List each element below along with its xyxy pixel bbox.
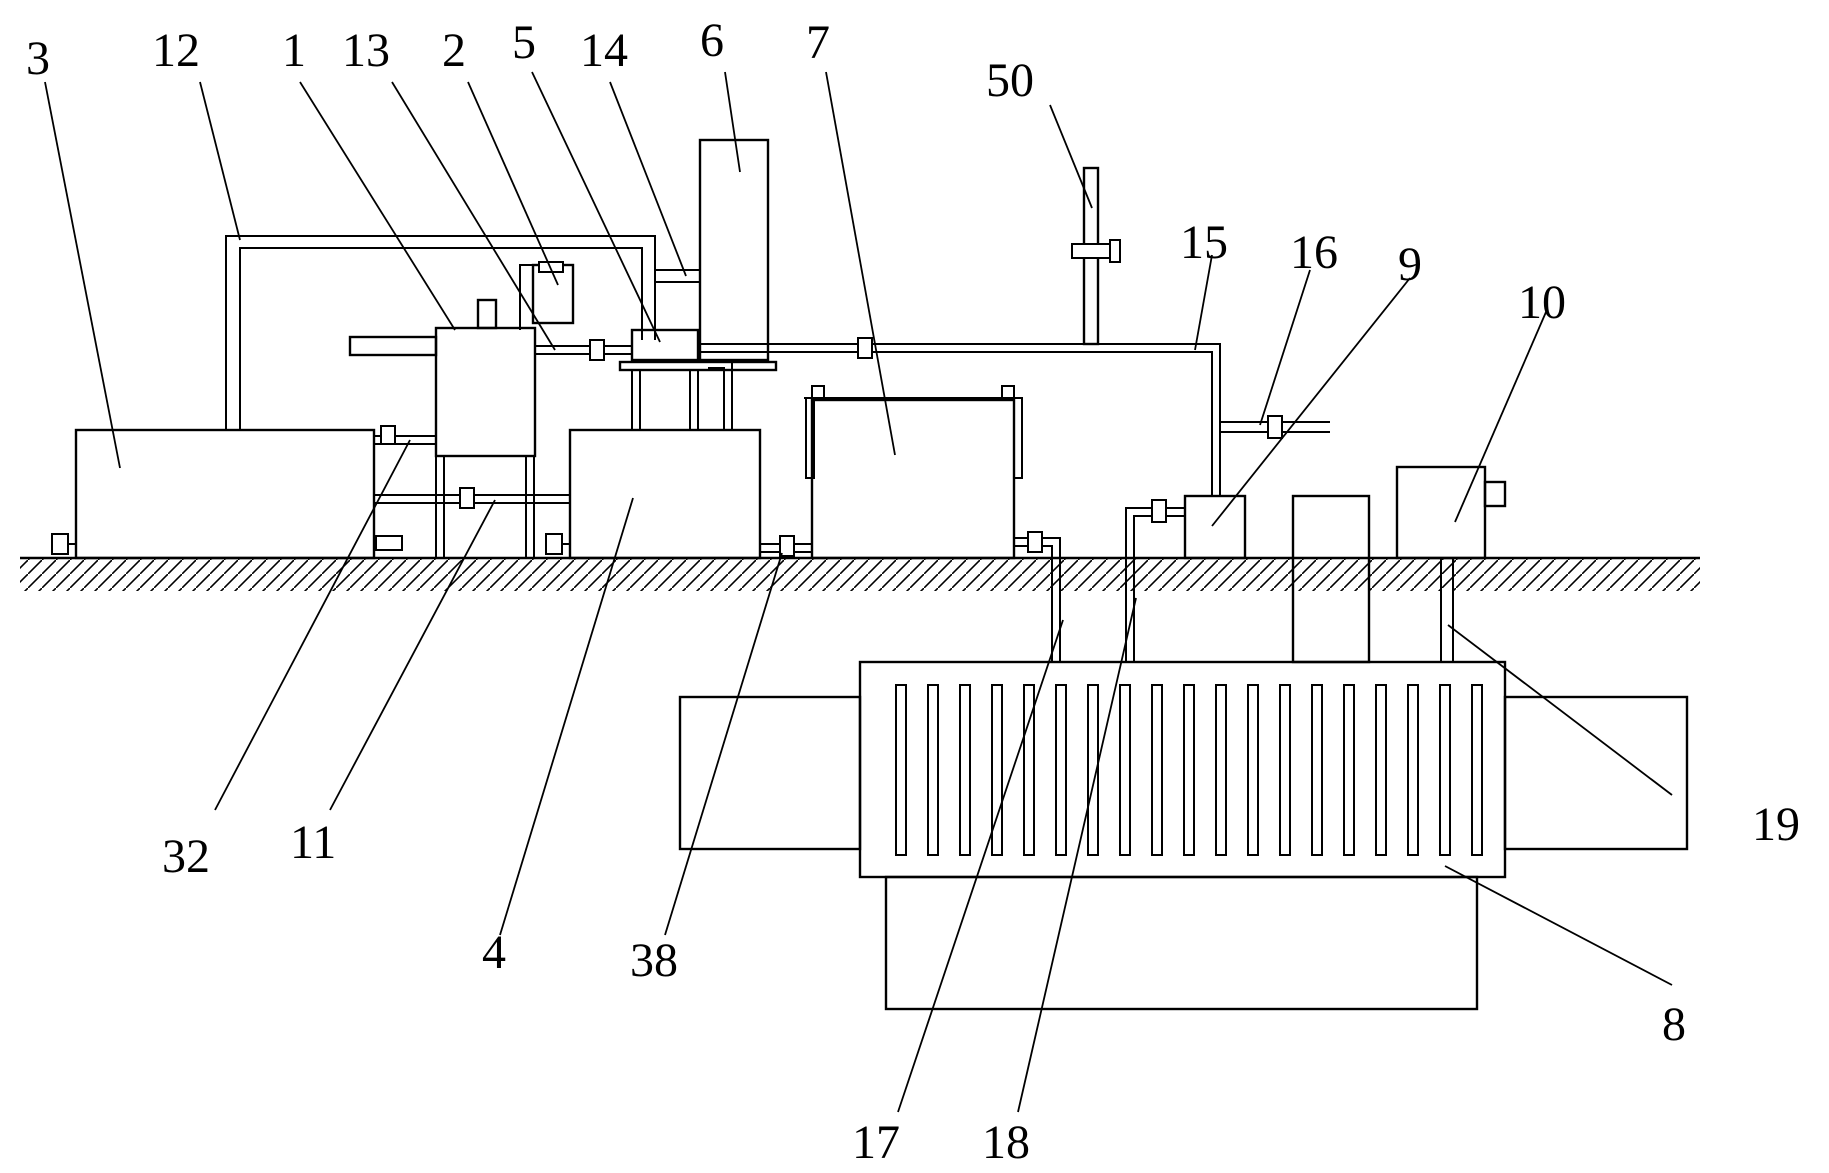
label-19: 19 <box>1752 798 1800 851</box>
tank-7 <box>804 385 1023 560</box>
pipe-12 <box>225 235 656 430</box>
unit-5 <box>618 328 778 430</box>
leader-lines <box>44 71 1673 1113</box>
label-3: 3 <box>26 32 50 85</box>
label-8: 8 <box>1662 998 1686 1051</box>
tank-4 <box>545 428 762 560</box>
label-6: 6 <box>700 14 724 67</box>
label-1: 1 <box>282 24 306 77</box>
pipe-38 <box>760 535 812 557</box>
pipe-17 <box>1014 531 1061 662</box>
vessel-2 <box>519 261 575 330</box>
filter-press-8 <box>678 660 1689 1011</box>
label-9: 9 <box>1398 238 1422 291</box>
label-14: 14 <box>580 24 628 77</box>
label-5: 5 <box>512 16 536 69</box>
pipe-32 <box>374 425 436 445</box>
pipe-11 <box>374 487 570 509</box>
pipe-16 <box>1220 415 1330 439</box>
label-16: 16 <box>1290 226 1338 279</box>
pipe-15 <box>698 337 1221 496</box>
label-15: 15 <box>1180 216 1228 269</box>
tank-3 <box>51 428 403 560</box>
label-13: 13 <box>342 24 390 77</box>
pipe-14 <box>655 269 700 283</box>
label-17: 17 <box>852 1116 900 1169</box>
label-50: 50 <box>986 54 1034 107</box>
ground <box>20 556 1700 591</box>
label-11: 11 <box>290 816 336 869</box>
pipe-19 <box>1440 558 1454 662</box>
unit-9 <box>1183 494 1247 560</box>
unit-1 <box>348 298 537 558</box>
pipe-18 <box>1125 499 1185 662</box>
label-4: 4 <box>482 926 506 979</box>
unit-10 <box>1395 465 1507 560</box>
label-32: 32 <box>162 830 210 883</box>
column-6 <box>698 138 770 362</box>
label-10: 10 <box>1518 276 1566 329</box>
labels: 3 12 1 13 2 5 14 6 7 50 15 16 9 10 32 11… <box>26 14 1800 1169</box>
label-18: 18 <box>982 1116 1030 1169</box>
label-38: 38 <box>630 934 678 987</box>
label-7: 7 <box>806 16 830 69</box>
label-12: 12 <box>152 24 200 77</box>
label-2: 2 <box>442 24 466 77</box>
stand-50 <box>1071 166 1121 346</box>
pipe-13 <box>535 339 632 361</box>
